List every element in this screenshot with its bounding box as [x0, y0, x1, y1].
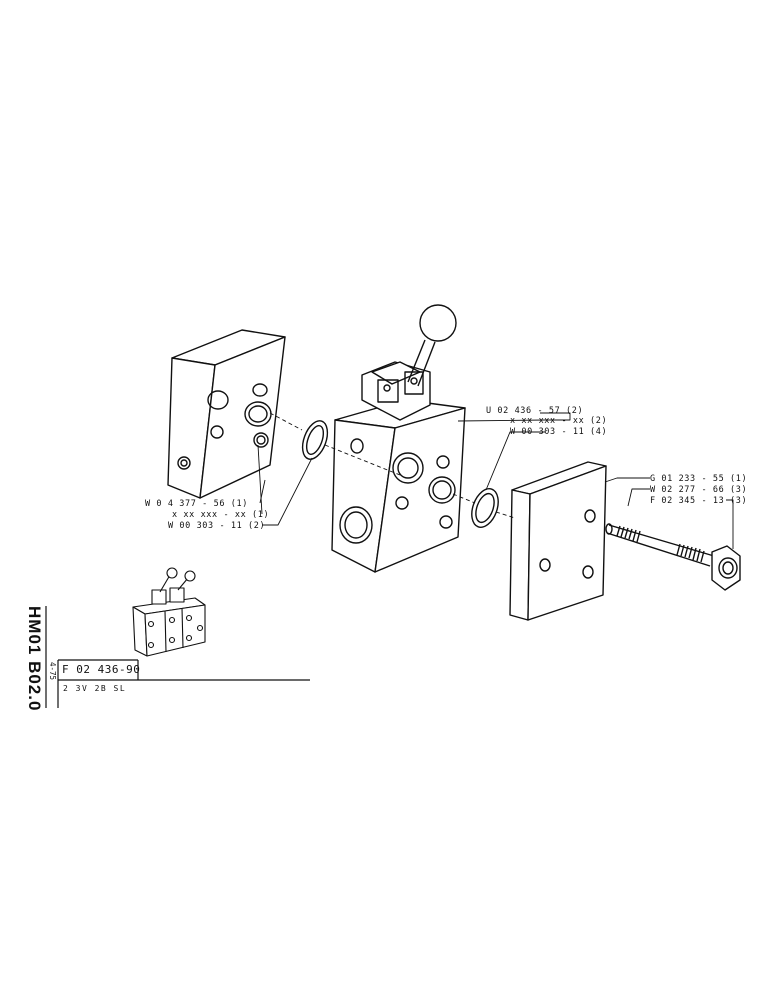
title-block	[45, 606, 310, 708]
sheet-code: HM01 B02.0	[25, 606, 44, 712]
overview-assembly-sketch	[132, 567, 206, 657]
callout-valve-seal: x xx xxx - xx (2)	[510, 416, 607, 426]
left-manifold-block	[167, 329, 286, 499]
callout-valve-oring: W 00 303 - 11 (4)	[510, 427, 607, 437]
hex-nut	[711, 545, 741, 591]
callout-left-seal-1: x xx xxx - xx (1)	[172, 510, 269, 520]
callout-bolt: W 02 277 - 66 (3)	[650, 485, 747, 495]
sheet-date: 4-75	[48, 662, 57, 681]
part-description: 2 3V 2B SL	[63, 684, 127, 693]
left-o-ring	[301, 420, 329, 460]
callout-left-seal-2: W 00 303 - 11 (2)	[168, 521, 265, 531]
tie-bolt	[605, 523, 715, 567]
valve-o-ring	[471, 488, 499, 528]
part-number: F 02 436-90	[62, 663, 141, 676]
callout-valve: U 02 436 - 57 (2)	[486, 406, 583, 416]
valve-body	[331, 399, 466, 573]
callout-left-block: W 0 4 377 - 56 (1)	[145, 499, 248, 509]
end-plate	[509, 461, 607, 621]
callout-nut: F 02 345 - 13 (3)	[650, 496, 747, 506]
callout-end-plate: G 01 233 - 55 (1)	[650, 474, 747, 484]
valve-lever-housing	[361, 304, 457, 421]
